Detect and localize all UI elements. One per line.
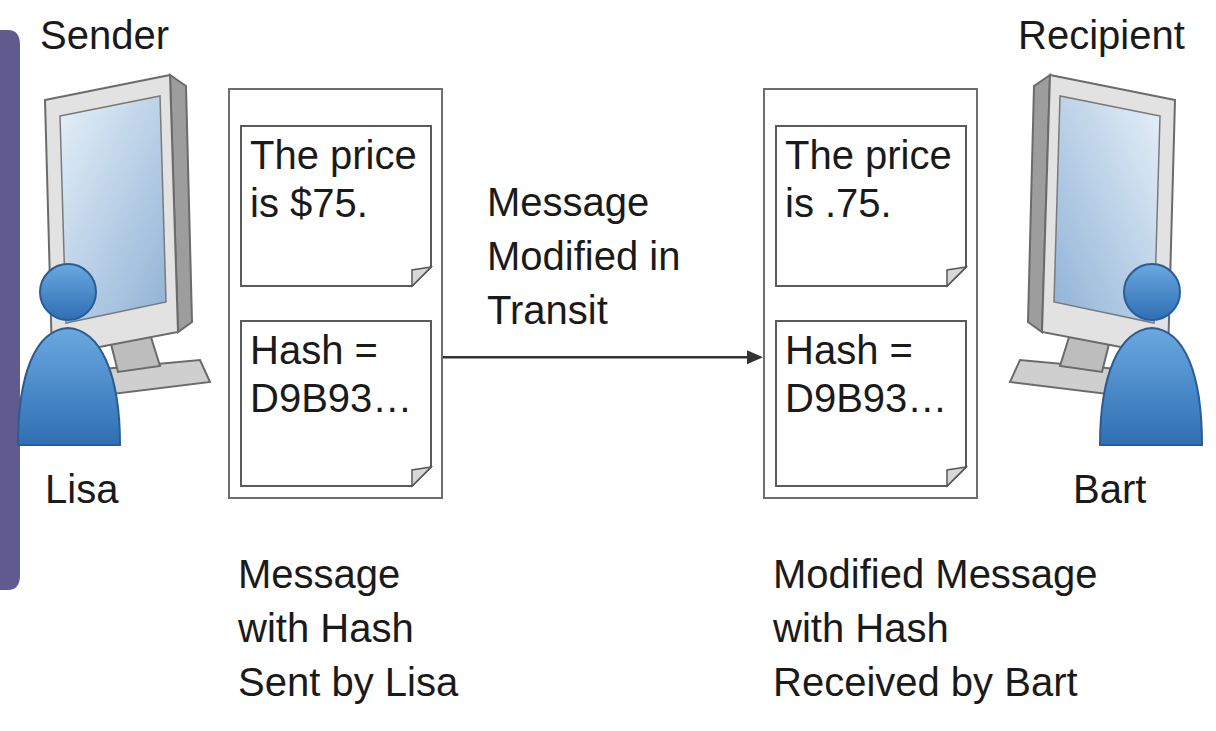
panel-caption: Modified Message with Hash Received by B… <box>773 547 1123 709</box>
note-text: Hash = D9B93… <box>785 326 957 422</box>
panel-caption: Message with Hash Sent by Lisa <box>238 547 478 709</box>
message-panel: Message with Hash Sent by LisaThe price … <box>228 88 443 499</box>
note-shape <box>776 321 966 486</box>
note-fold <box>947 467 966 486</box>
arrow-head <box>747 350 763 364</box>
message-panel: Modified Message with Hash Received by B… <box>763 88 978 499</box>
side-bar <box>0 30 20 590</box>
role-label: Sender <box>40 8 169 62</box>
transfer-arrow <box>443 350 763 364</box>
note-text: The price is .75. <box>785 131 957 227</box>
message-note: Hash = D9B93… <box>240 320 432 487</box>
arrow-line <box>443 356 747 359</box>
note-fold <box>412 267 431 286</box>
person-name: Bart <box>1073 462 1146 516</box>
person-name: Lisa <box>45 462 118 516</box>
message-note: Hash = D9B93… <box>775 320 967 487</box>
note-shape <box>241 321 431 486</box>
message-note: The price is .75. <box>775 125 967 287</box>
note-fold <box>947 267 966 286</box>
note-shape <box>776 126 966 286</box>
note-shape <box>241 126 431 286</box>
message-note: The price is $75. <box>240 125 432 287</box>
edge-label: Message Modified in Transit <box>487 175 722 337</box>
note-fold <box>412 467 431 486</box>
note-text: The price is $75. <box>250 131 422 227</box>
computer-user-icon <box>18 75 210 445</box>
computer-user-icon <box>1010 75 1202 445</box>
note-text: Hash = D9B93… <box>250 326 422 422</box>
role-label: Recipient <box>1018 8 1185 62</box>
